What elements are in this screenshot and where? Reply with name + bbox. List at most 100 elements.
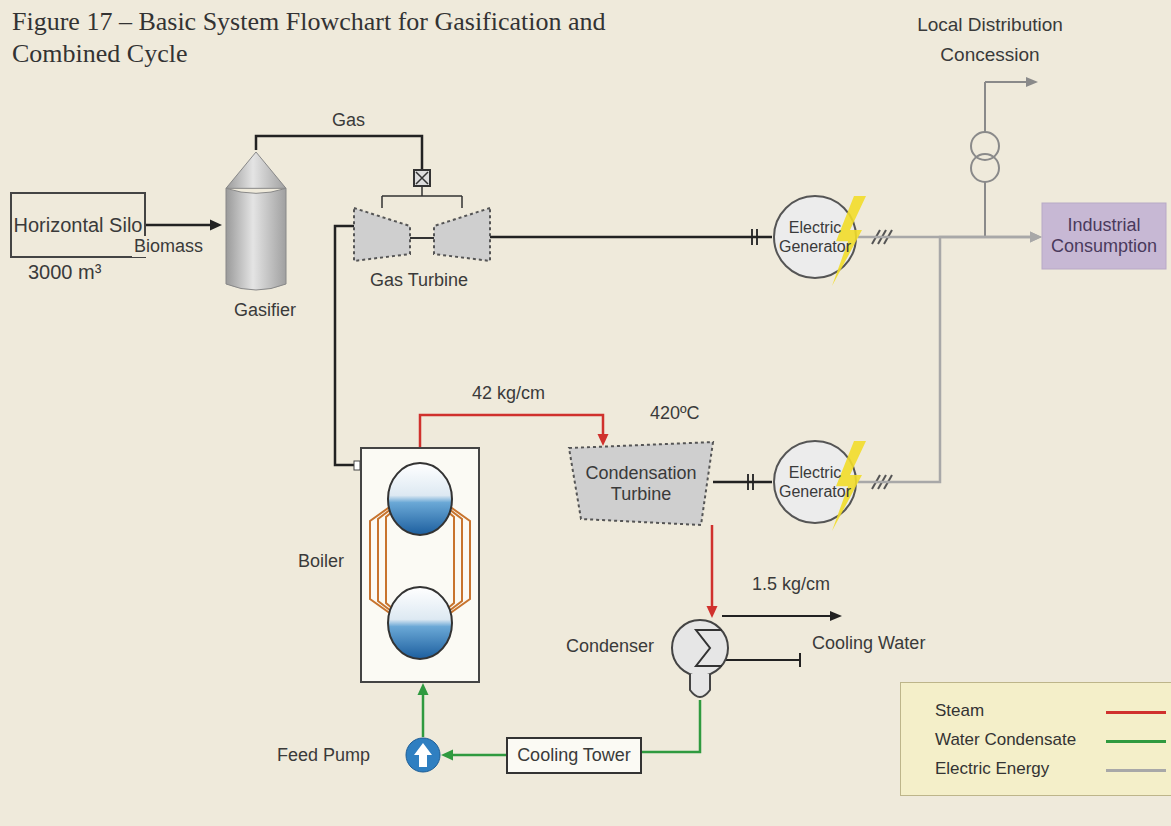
node-outline (222, 150, 290, 292)
steam-drum (388, 463, 452, 535)
arrowhead (1030, 232, 1042, 243)
connector (146, 220, 222, 231)
arrowhead (598, 434, 609, 446)
annotation-label: 1.5 kg/cm (752, 574, 830, 595)
text-holder: Electric Generator (772, 194, 858, 280)
shape-part (410, 237, 434, 239)
condensation-turbine: Condensation Turbine (567, 440, 715, 527)
legend-swatch (1106, 769, 1166, 772)
shape-part (416, 172, 428, 184)
node-label: Boiler (298, 551, 344, 572)
connector-line (451, 754, 506, 757)
node-outline (352, 170, 492, 263)
edge-label: Biomass (132, 236, 205, 257)
gasifier-vessel: Gasifier (222, 150, 290, 292)
text-holder: Industrial Consumption (1042, 203, 1166, 269)
transformer-symbol (971, 82, 1028, 237)
shape-part (354, 461, 360, 470)
condenser: Condenser (672, 618, 728, 702)
node-label: Industrial Consumption (1042, 215, 1166, 257)
legend-text: Water Condensate (935, 730, 1076, 750)
gas-turbine: Gas Turbine (352, 170, 492, 263)
edge-label: 42 kg/cm (470, 383, 547, 404)
connector-line (146, 224, 212, 227)
node-label: Gasifier (234, 300, 296, 321)
legend-swatch (1106, 740, 1166, 743)
arrowhead (1026, 77, 1038, 87)
arrowhead (210, 220, 222, 231)
shape-part (414, 170, 430, 186)
shape-part (11, 193, 145, 257)
shape-part (690, 674, 710, 697)
connector-line (488, 236, 772, 239)
connector (713, 482, 772, 483)
node-outline (772, 439, 858, 525)
legend-box: SteamWater CondensateElectric Energy (900, 682, 1171, 796)
node-outline (672, 618, 728, 702)
connector (642, 700, 700, 752)
annotation-label: 3000 m³ (28, 262, 101, 283)
connector-line (858, 237, 1032, 482)
legend-swatch (1106, 711, 1166, 714)
shape-part (226, 188, 286, 290)
connector (420, 415, 609, 447)
arrowhead (418, 683, 429, 695)
node-outline (405, 737, 441, 773)
electric-generator: Electric Generator (772, 194, 858, 280)
arrowhead (707, 606, 718, 618)
shape-part (361, 448, 479, 682)
connector-line (335, 226, 354, 465)
legend-text: Electric Energy (935, 759, 1049, 779)
connector-line (420, 415, 603, 447)
connector-line (642, 700, 700, 752)
arrowhead (830, 611, 842, 621)
shape-part (1042, 203, 1166, 269)
feed-pump: Feed Pump (405, 737, 441, 773)
arrowhead (441, 750, 453, 761)
node-label: Electric Generator (772, 463, 858, 501)
connector-line (422, 693, 425, 737)
connector (441, 750, 506, 761)
shape-part (434, 208, 490, 261)
node-outline (360, 447, 480, 683)
arrowhead (1030, 232, 1042, 243)
node-label: Horizontal Silo (14, 214, 143, 237)
annotation-label: Local Distribution Concession (905, 10, 1075, 70)
connector (858, 232, 1042, 483)
connector (418, 683, 429, 737)
connector (335, 226, 354, 465)
cooling-tower: Cooling Tower (506, 737, 642, 774)
legend-text: Steam (935, 701, 984, 721)
water-drum (388, 587, 452, 659)
annotation-label: 420ºC (650, 403, 700, 424)
shape-part (696, 630, 722, 666)
boiler: Boiler (360, 447, 480, 683)
connector (488, 237, 772, 238)
shape-part (507, 738, 641, 773)
phase-ticks (872, 230, 892, 489)
connector-line (711, 525, 714, 608)
shaft-coupling (748, 229, 757, 490)
shape-part (406, 738, 440, 772)
shape-part (414, 743, 432, 767)
text-holder: Electric Generator (772, 439, 858, 525)
node-label: Electric Generator (772, 218, 858, 256)
shape-part (226, 152, 286, 188)
node-outline (772, 194, 858, 280)
node-label: Gas Turbine (370, 270, 468, 291)
silo-box: Horizontal Silo (10, 192, 146, 258)
edge-label: Gas (330, 110, 367, 131)
connector-line (256, 136, 422, 170)
node-label: Condenser (566, 636, 654, 657)
shape-part (672, 620, 728, 676)
text-holder: Cooling Tower (506, 737, 642, 774)
shape-part (382, 186, 462, 208)
connector (707, 525, 718, 618)
annotation-label: Cooling Water (812, 633, 925, 654)
text-holder: Horizontal Silo (10, 192, 146, 258)
electric-generator: Electric Generator (772, 439, 858, 525)
shape-part (354, 208, 410, 261)
node-label: Feed Pump (277, 745, 370, 766)
figure-title: Figure 17 – Basic System Flowchart for G… (12, 6, 612, 70)
